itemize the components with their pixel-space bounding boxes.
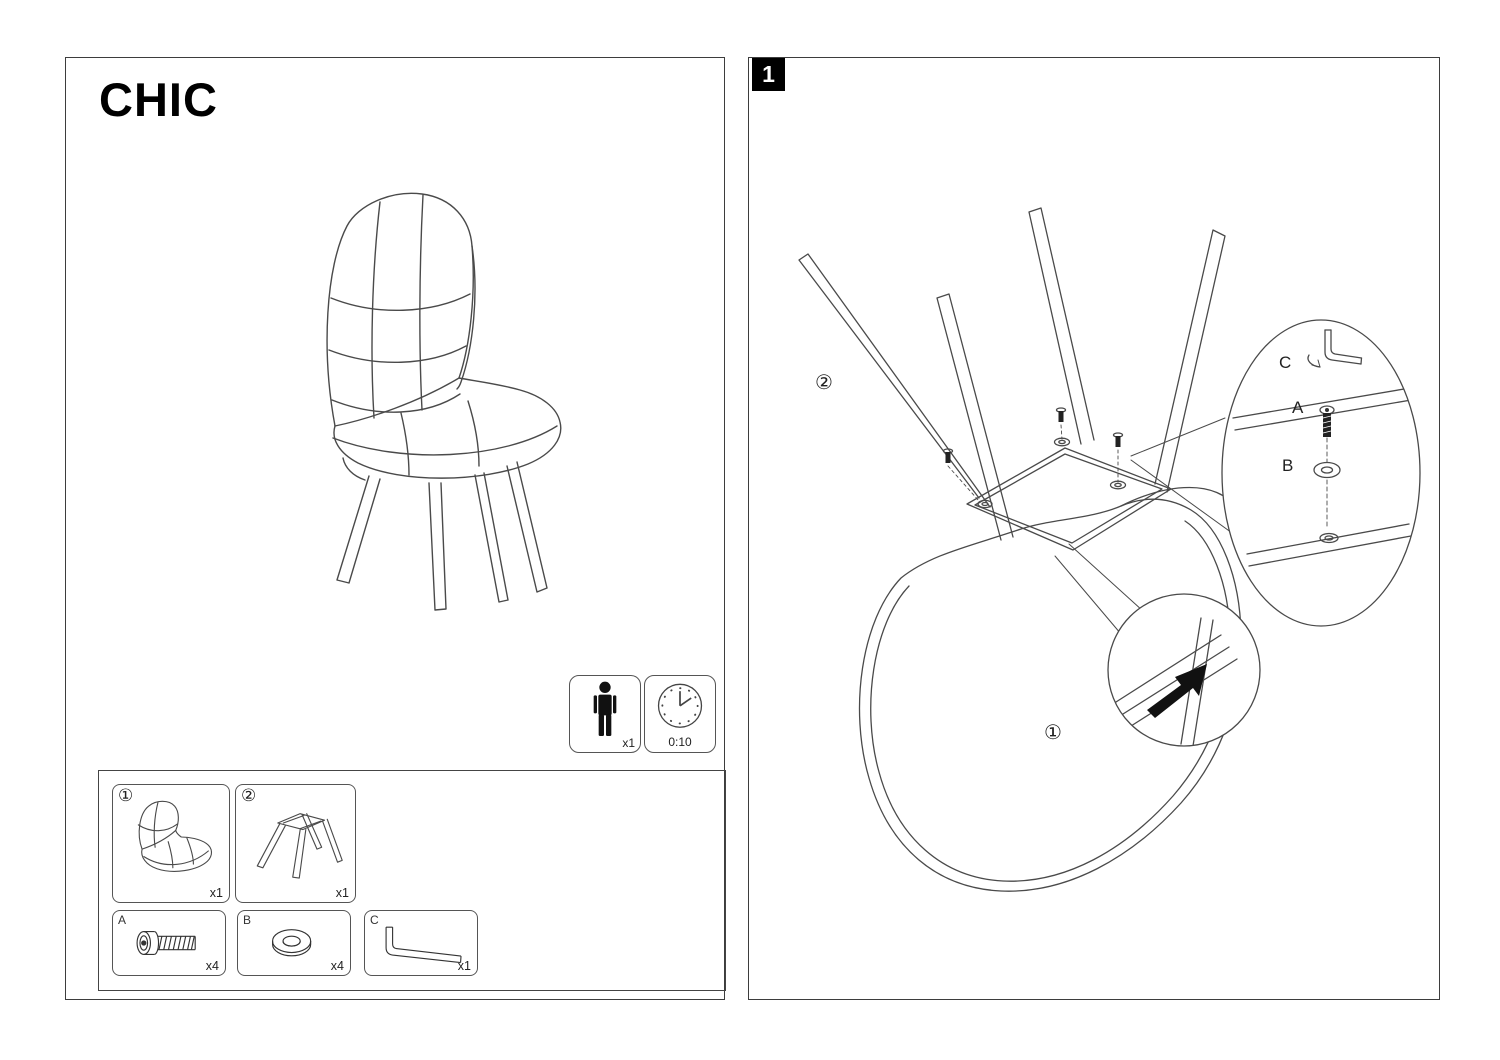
bolt-detail	[1319, 405, 1335, 527]
screws-drawing	[942, 407, 1124, 502]
magnifier-leader-lines	[1054, 417, 1240, 635]
mounting-frame-drawing	[966, 437, 1172, 551]
part-label: B	[243, 913, 252, 927]
part-qty: x1	[457, 959, 471, 973]
person-count-box: x1	[569, 675, 641, 753]
part-box-leg-frame: ② x1	[235, 784, 356, 903]
part-box-seat-shell: ① x1	[112, 784, 230, 903]
washer-detail	[1313, 461, 1341, 479]
allen-key-detail	[1307, 329, 1363, 368]
step-number-badge: 1	[752, 58, 785, 91]
legs-drawing	[798, 207, 1226, 541]
part-qty: x1	[335, 886, 349, 900]
chair-seat	[332, 377, 562, 481]
bolt-part-icon	[136, 931, 196, 955]
allen-key-part-icon	[385, 926, 462, 964]
callout-bolt: A	[1292, 398, 1304, 417]
callout-allen-key: C	[1279, 353, 1292, 372]
person-icon	[593, 681, 617, 736]
person-qty: x1	[622, 736, 635, 750]
leg-frame-part-icon	[256, 812, 343, 879]
step-panel: 1	[748, 57, 1440, 1000]
time-value: 0:10	[668, 735, 692, 749]
parts-list: ① x1 ②	[98, 770, 726, 991]
part-qty: x4	[330, 959, 344, 973]
corner-detail-bubble	[1107, 593, 1261, 747]
time-box: 0:10	[644, 675, 716, 753]
page-title: CHIC	[99, 73, 218, 126]
part-label: C	[370, 913, 379, 927]
chair-backrest	[326, 192, 476, 427]
part-qty: x1	[209, 886, 223, 900]
washer-part-icon	[272, 929, 312, 957]
chair-illustration	[326, 192, 562, 611]
callout-washer: B	[1282, 456, 1294, 475]
clock-icon	[657, 683, 703, 728]
part-label: A	[118, 913, 127, 927]
part-box-allen-key: C x1	[364, 910, 478, 976]
part-box-washer: B x4	[237, 910, 351, 976]
part-qty: x4	[205, 959, 219, 973]
callout-seat-shell: ①	[1044, 722, 1062, 744]
part-label: ②	[241, 786, 257, 805]
arrow-icon	[1147, 664, 1207, 718]
assembly-diagram	[798, 207, 1421, 892]
chair-legs	[336, 461, 548, 611]
callout-leg-frame: ②	[815, 372, 833, 394]
cover-panel: CHIC	[65, 57, 726, 1000]
part-box-bolt: A x4	[112, 910, 226, 976]
seat-shell-part-icon	[137, 800, 213, 872]
part-label: ①	[118, 786, 134, 805]
hardware-detail-bubble	[1221, 319, 1421, 627]
